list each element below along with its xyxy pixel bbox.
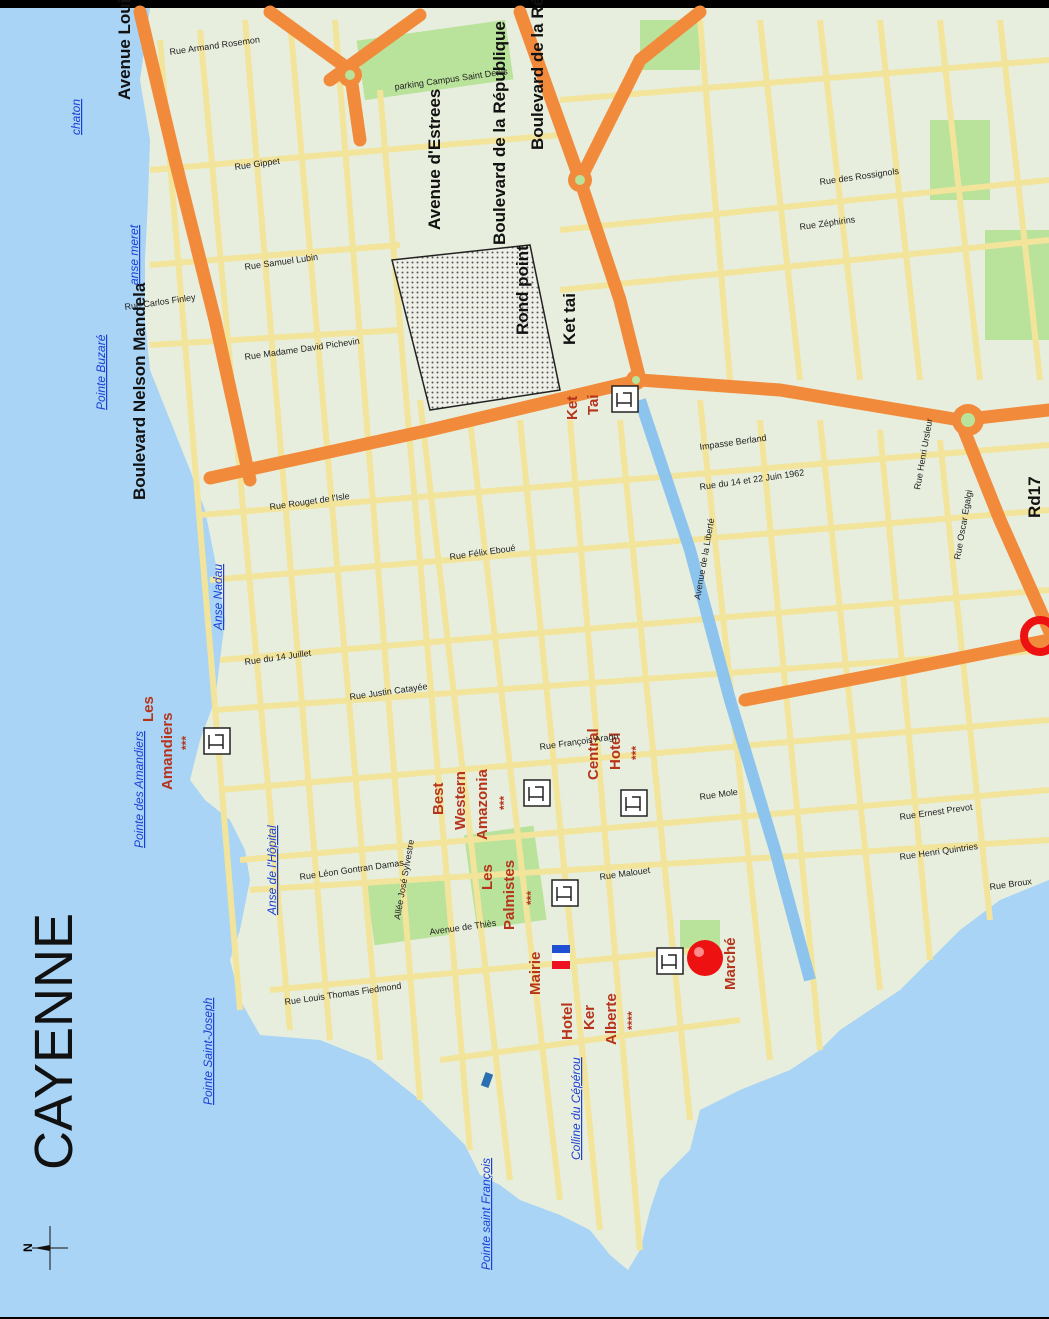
- hotel-icon[interactable]: [611, 385, 639, 413]
- label-anse-hopital[interactable]: Anse de l'Hôpital: [265, 825, 279, 916]
- hotel-icon[interactable]: [203, 727, 231, 755]
- label-ket-tai: Ket tai: [560, 293, 579, 345]
- label-rd17: Rd17: [1025, 476, 1044, 518]
- label-anse-meret[interactable]: anse meret: [127, 224, 141, 285]
- label-avenue-louis-pasteur: Avenue Louis Pasteur: [115, 0, 134, 100]
- svg-text:Palmistes: Palmistes: [501, 860, 518, 930]
- svg-text:Amazonia: Amazonia: [474, 768, 491, 840]
- label-boulevard-nelson-mandela: Boulevard Nelson Mandela: [130, 282, 149, 500]
- hotel-icon[interactable]: [620, 789, 648, 817]
- hotel-ker-alberte[interactable]: Hotel Ker Alberte ****: [559, 993, 639, 1045]
- label-marche: Marché: [722, 937, 739, 990]
- map-frame-top: [0, 0, 1049, 8]
- svg-text:Hotel: Hotel: [559, 1003, 576, 1041]
- label-ket: Ket: [564, 396, 581, 420]
- market-pin-highlight: [694, 947, 704, 957]
- compass-icon: [32, 1226, 68, 1270]
- label-pointe-saint-joseph[interactable]: Pointe Saint-Joseph: [201, 997, 215, 1105]
- svg-text:Central: Central: [585, 728, 602, 780]
- hotel-best-western-amazonia[interactable]: Best Western Amazonia ***: [430, 768, 511, 840]
- label-boulevard-republique-2: Boulevard de la République: [490, 21, 509, 245]
- hotel-icon[interactable]: [656, 947, 684, 975]
- hatched-square: [391, 244, 561, 411]
- svg-text:Alberte: Alberte: [603, 993, 620, 1045]
- north-label: N: [21, 1243, 35, 1252]
- flag-icon: [552, 945, 570, 969]
- canal: [634, 398, 816, 982]
- hotel-central-hotel[interactable]: Central Hotel ***: [585, 728, 643, 780]
- svg-text:Les: Les: [140, 696, 157, 722]
- label-tai: Tai: [585, 394, 602, 415]
- svg-text:***: ***: [179, 736, 193, 750]
- land: [140, 8, 1049, 1270]
- street-grid: [149, 19, 1049, 1251]
- label-rond-point: Rond point: [513, 245, 532, 335]
- hotel-icon[interactable]: [551, 879, 579, 907]
- svg-text:Amandiers: Amandiers: [159, 712, 176, 790]
- map-title: CAYENNE: [24, 913, 84, 1170]
- hotel-les-amandiers[interactable]: Les Amandiers ***: [140, 696, 193, 790]
- hotel-les-palmistes[interactable]: Les Palmistes ***: [479, 860, 538, 930]
- label-pointe-des-amandiers[interactable]: Pointe des Amandiers: [132, 731, 146, 848]
- label-pointe-saint-francois[interactable]: Pointe saint François: [479, 1158, 493, 1270]
- label-chaton[interactable]: chaton: [69, 99, 83, 135]
- label-colline-du-ceperou[interactable]: Colline du Cépérou: [569, 1057, 583, 1160]
- svg-text:Ker: Ker: [581, 1005, 598, 1030]
- label-boulevard-republique: Boulevard de la République: [528, 0, 547, 150]
- svg-text:***: ***: [524, 891, 538, 905]
- hotel-icon[interactable]: [523, 779, 551, 807]
- label-pointe-buzare[interactable]: Pointe Buzaré: [94, 334, 108, 410]
- fort-marker: [480, 1072, 494, 1088]
- svg-text:Les: Les: [479, 864, 496, 890]
- svg-text:****: ****: [625, 1011, 639, 1030]
- label-avenue-estrees: Avenue d'Estrees: [425, 89, 444, 230]
- svg-text:Hotel: Hotel: [607, 733, 624, 771]
- market-pin-icon[interactable]: [687, 940, 723, 976]
- roundabouts: [338, 63, 984, 436]
- map-frame-bottom: [0, 1317, 1049, 1319]
- svg-text:***: ***: [629, 746, 643, 760]
- svg-text:Western: Western: [452, 771, 469, 830]
- svg-text:Best: Best: [430, 782, 447, 815]
- hotel-icons: [203, 385, 684, 975]
- label-mairie: Mairie: [527, 952, 544, 995]
- roundabout-marker-red: [1020, 616, 1049, 656]
- svg-text:***: ***: [497, 796, 511, 810]
- main-roads: [133, 5, 1049, 707]
- label-anse-nadau[interactable]: Anse Nadau: [211, 564, 225, 631]
